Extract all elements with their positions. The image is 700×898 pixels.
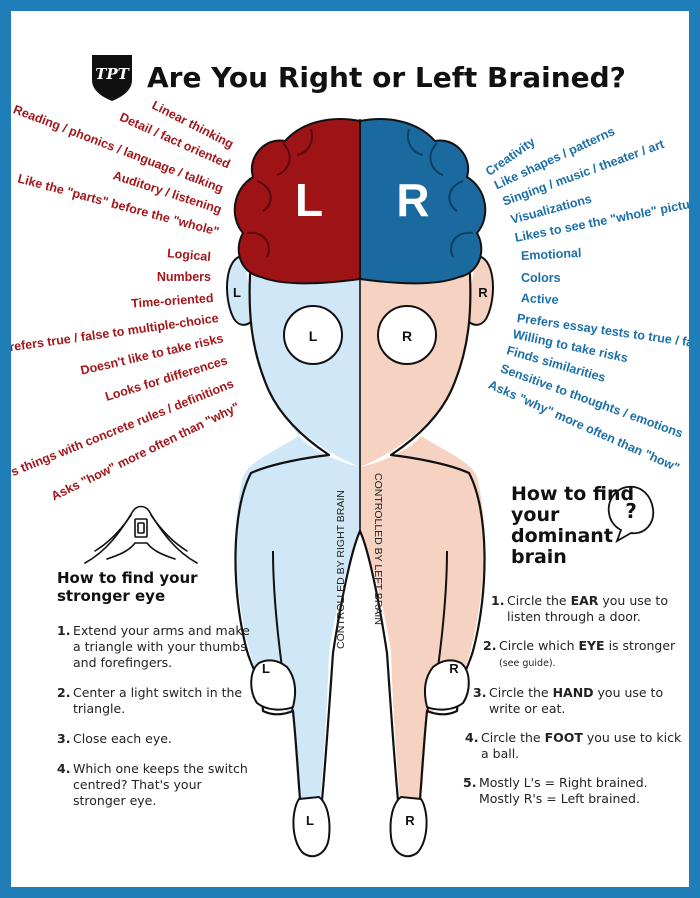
- left-foot: [292, 795, 331, 858]
- right-brain-folds: [407, 128, 474, 258]
- poster-frame: TPT Are You Right or Left Brained?: [11, 11, 689, 887]
- hand-triangle-illustration: [84, 505, 198, 564]
- right-ear: [464, 255, 494, 326]
- list-item: 4.Which one keeps the switch centred? Th…: [57, 761, 248, 808]
- list-item: 1.Circle the EAR you use to listen throu…: [491, 593, 668, 624]
- list-item: 3.Circle the HAND you use to write or ea…: [473, 685, 664, 716]
- brain-steps-list: 1.Circle the EAR you use to listen throu…: [455, 593, 683, 820]
- question-bubble-icon: ?: [607, 485, 655, 543]
- right-side-text: CONTROLLED BY LEFT BRAIN: [372, 473, 384, 625]
- right-foot-label: R: [405, 813, 415, 828]
- tpt-logo: TPT: [92, 55, 132, 101]
- list-item: 4.Circle the FOOT you use to kick a ball…: [465, 730, 682, 761]
- right-brain: [359, 118, 487, 285]
- left-torso: [235, 436, 360, 811]
- title-row: TPT Are You Right or Left Brained?: [89, 49, 626, 105]
- left-foot-label: L: [306, 813, 314, 828]
- right-foot: [389, 795, 428, 858]
- left-eye: [283, 305, 343, 365]
- right-hand-label: R: [449, 661, 459, 676]
- left-brain: [233, 118, 361, 285]
- right-trait: Colors: [521, 271, 561, 285]
- list-item: 2.Circle which EYE is stronger (see guid…: [483, 638, 676, 669]
- list-item: 5.Mostly L's = Right brained. Mostly R's…: [463, 775, 648, 806]
- left-trait: Numbers: [156, 270, 211, 284]
- eye-section-title: How to find your stronger eye: [57, 569, 198, 605]
- right-brain-letter: R: [396, 174, 429, 226]
- right-eye: [377, 305, 437, 365]
- list-item: 1.Extend your arms and make a triangle w…: [57, 623, 250, 670]
- right-trait: Active: [520, 291, 559, 307]
- left-hand: [250, 659, 296, 711]
- right-hand: [424, 659, 470, 711]
- left-eye-label: L: [309, 328, 318, 344]
- left-ear: [226, 255, 256, 326]
- brain-section-title: How to find your dominant brain: [511, 483, 635, 568]
- left-side-text: CONTROLLED BY RIGHT BRAIN: [335, 490, 347, 649]
- list-item: 3.Close each eye.: [57, 731, 172, 746]
- left-hand-label: L: [262, 661, 270, 676]
- page-title: Are You Right or Left Brained?: [147, 60, 626, 94]
- body-figure: L R L R L R L R L R CONTROLLED BY RIGHT …: [84, 118, 655, 858]
- left-brain-folds: [246, 128, 313, 258]
- logo-text: TPT: [95, 65, 130, 83]
- eye-steps-list: 1.Extend your arms and make a triangle w…: [57, 623, 257, 823]
- right-ear-label: R: [478, 285, 488, 300]
- list-item: 2.Center a light switch in the triangle.: [57, 685, 243, 716]
- left-ear-label: L: [233, 285, 241, 300]
- left-brain-letter: L: [295, 174, 323, 226]
- question-mark: ?: [625, 499, 637, 523]
- right-body-half: [360, 436, 485, 811]
- right-eye-label: R: [402, 328, 412, 344]
